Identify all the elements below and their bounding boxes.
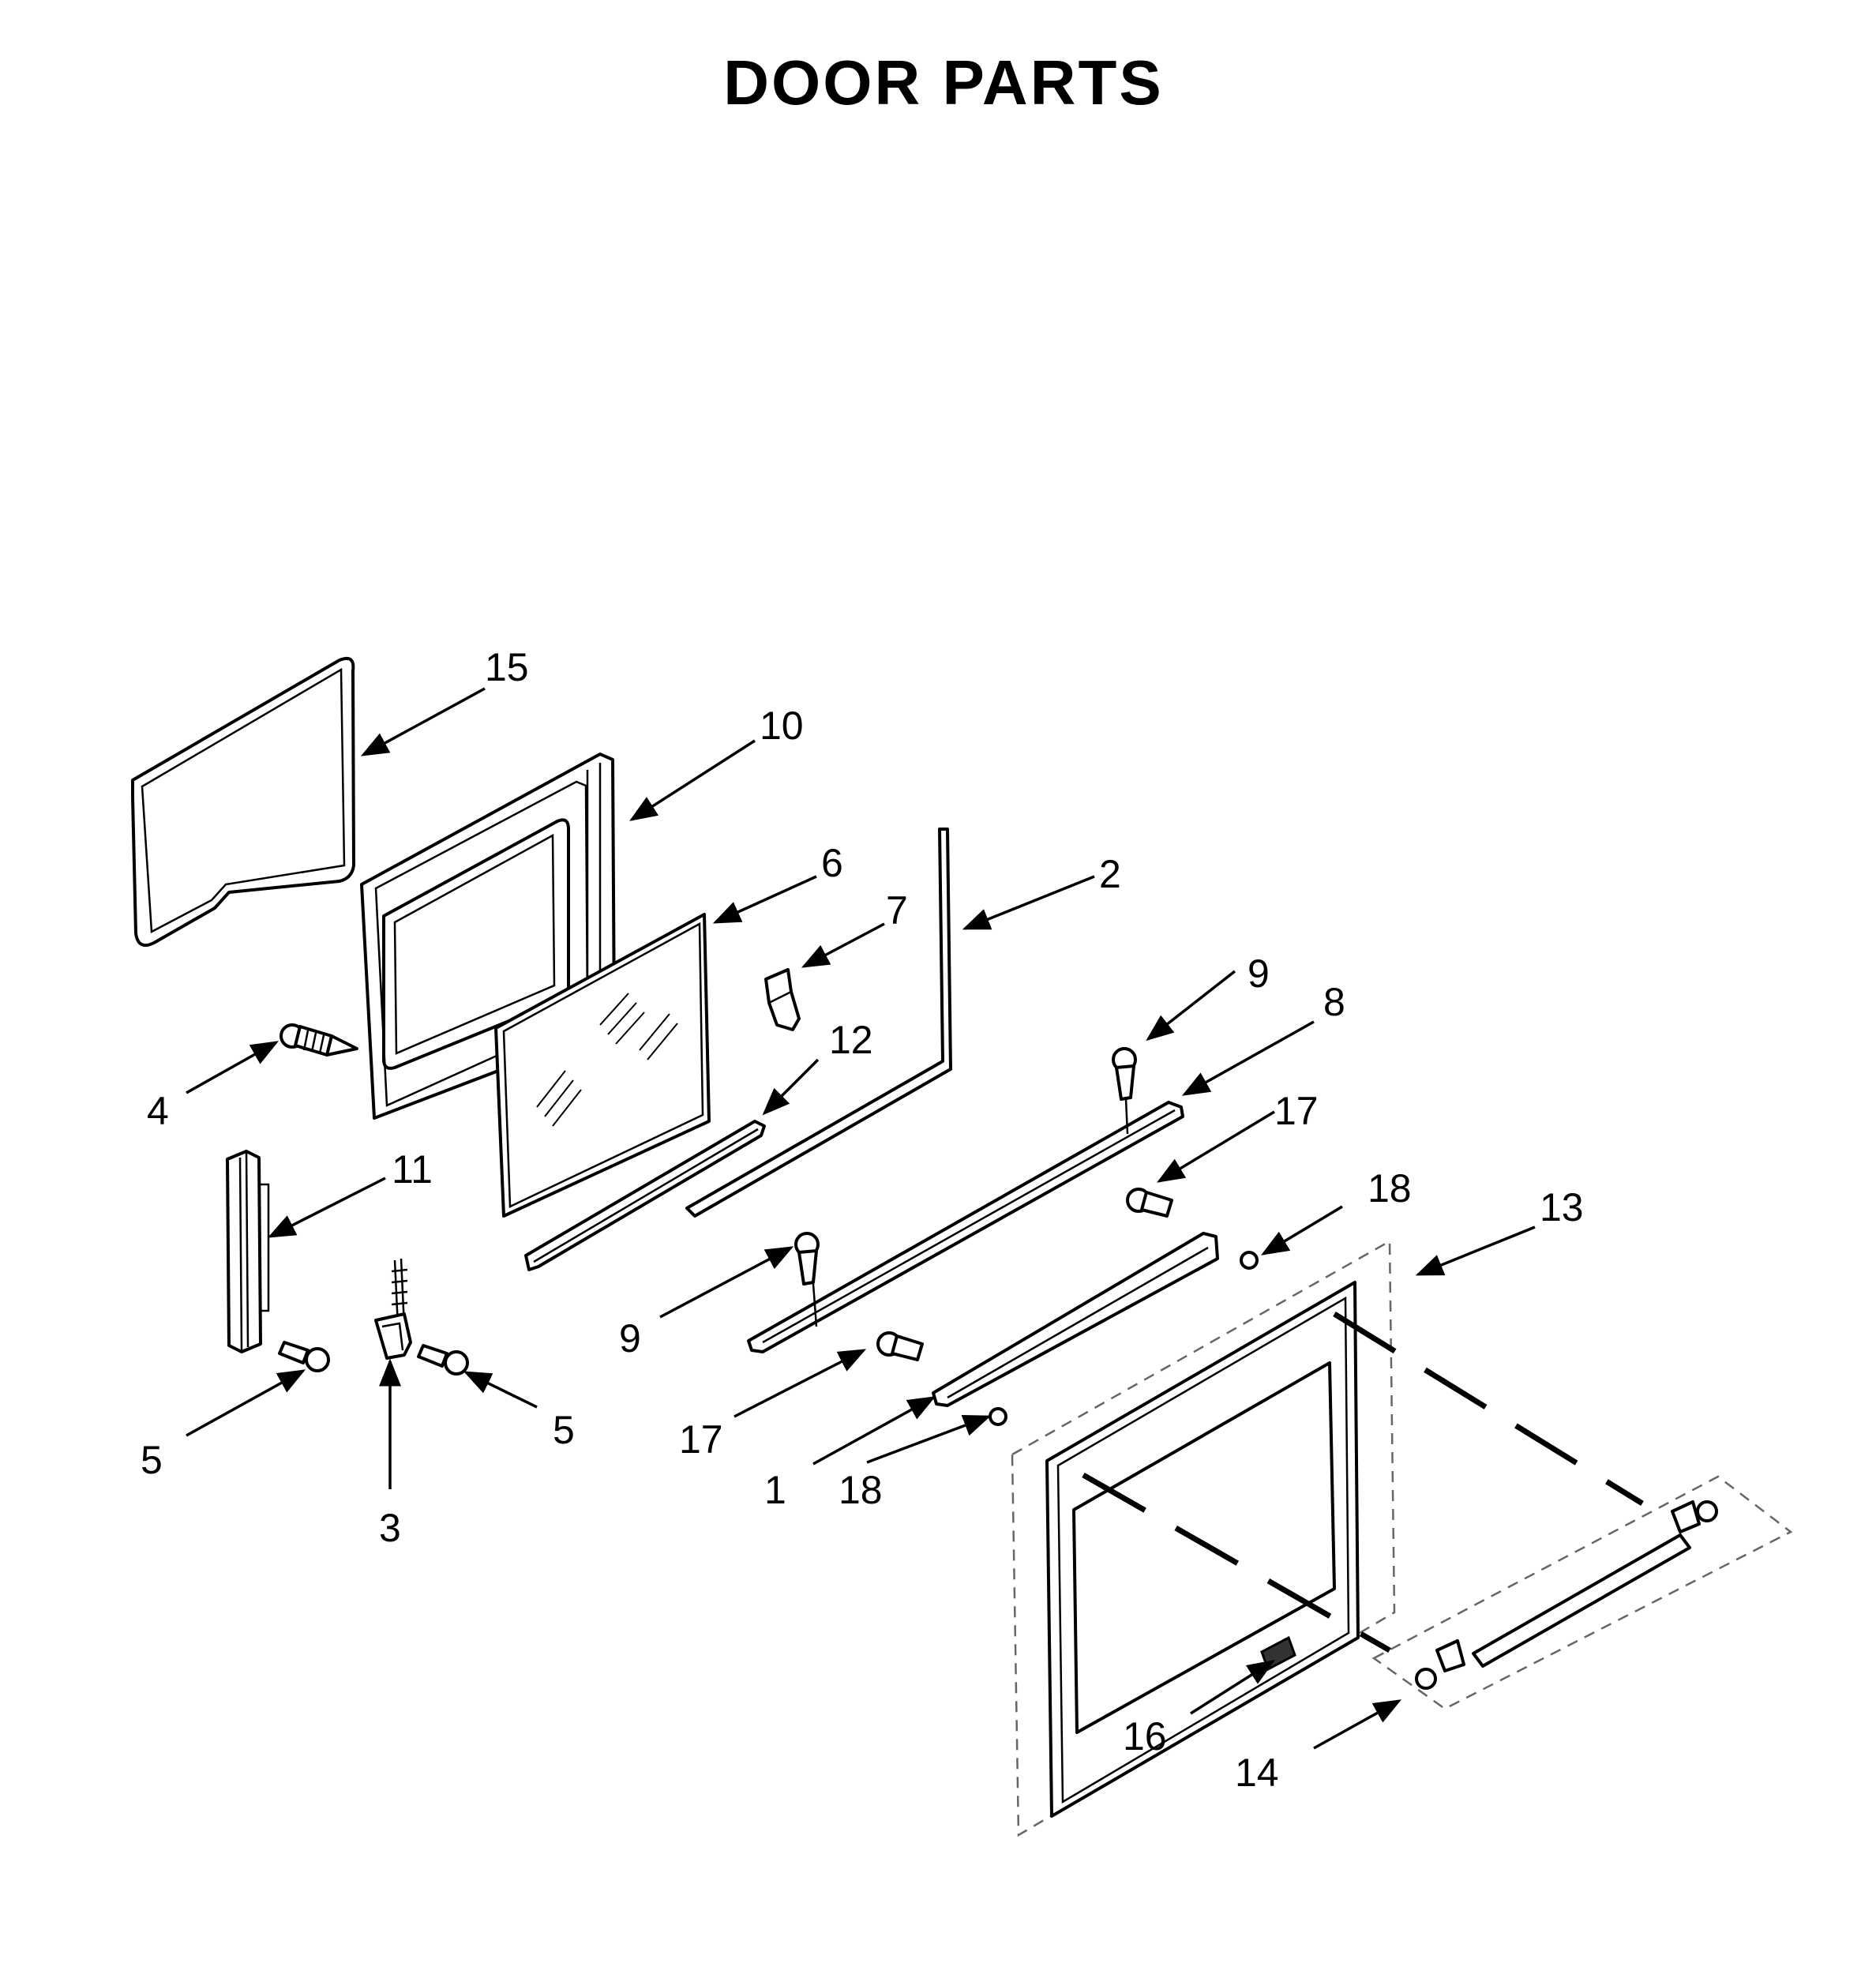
callout-2: 2 [1099,852,1121,896]
callout-11: 11 [392,1147,433,1192]
callout-9-upper: 9 [1248,951,1270,996]
hinge-channel-part-11 [226,1150,270,1353]
callout-6: 6 [821,841,843,885]
page-title: DOOR PARTS [723,47,1163,118]
callout-12: 12 [829,1018,873,1062]
screw-part-9-lower [794,1232,820,1327]
door-hinge-part-3 [374,1258,412,1360]
callout-8: 8 [1323,980,1345,1024]
screw-part-4 [280,1023,358,1057]
callout-16: 16 [1123,1714,1167,1758]
screw-part-5-left [278,1341,330,1372]
callout-3: 3 [379,1506,401,1550]
side-trim-part-2 [685,828,952,1218]
spacer-part-18-upper [1240,1251,1259,1270]
lower-bracket-part-1 [932,1232,1219,1407]
callout-13: 13 [1540,1185,1584,1229]
screw-part-17-upper [1126,1188,1173,1218]
callout-4: 4 [147,1089,169,1133]
door-handle-part-14 [1371,1475,1793,1710]
leader-lines [186,687,1536,1750]
callout-9-lower: 9 [619,1316,641,1361]
callout-1: 1 [764,1468,786,1512]
callout-17-lower: 17 [679,1417,723,1462]
callout-5-right: 5 [553,1408,575,1452]
callout-10: 10 [760,704,804,748]
door-glass-part-6 [494,913,711,1218]
spacer-part-18-lower [989,1407,1007,1426]
callout-labels: 15 10 6 7 2 9 8 12 4 11 17 18 13 9 17 1 … [141,645,1584,1795]
screw-part-17-lower [876,1331,924,1361]
bottom-trim-part-12 [524,1120,766,1271]
callout-17-upper: 17 [1274,1089,1319,1133]
glass-clip-part-7 [764,968,801,1031]
callout-18-lower: 18 [839,1468,883,1512]
top-bracket-part-8 [747,1101,1184,1353]
callout-14: 14 [1235,1751,1279,1795]
screw-part-9-upper [1112,1047,1137,1135]
callout-5-left: 5 [141,1438,163,1482]
screw-part-5-right [417,1344,469,1376]
callout-15: 15 [485,645,529,689]
outer-door-panel-part-13 [1011,1239,1396,1837]
callout-18-upper: 18 [1368,1166,1412,1210]
assembly-line-lower [1082,1472,1391,1653]
callout-7: 7 [886,888,908,933]
assembly-line-upper [1333,1312,1644,1506]
door-gasket-part-15 [131,656,355,947]
